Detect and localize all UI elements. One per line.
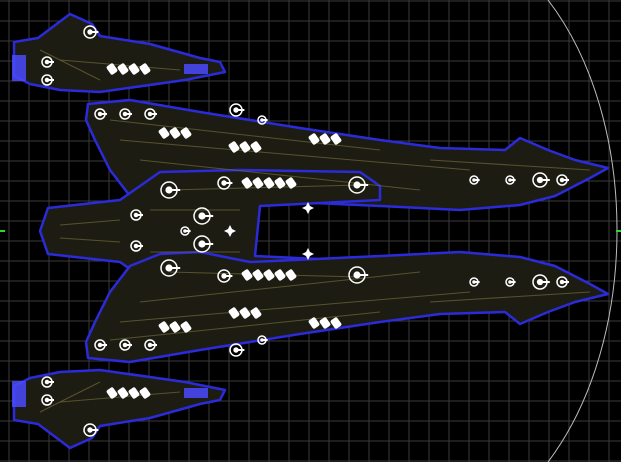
hull-detail-line <box>139 271 421 303</box>
hull-detail-line <box>59 237 121 243</box>
turret-icon[interactable] <box>119 339 132 351</box>
center-marker-left <box>0 230 5 232</box>
turret-icon[interactable] <box>83 423 99 437</box>
hull-detail-line <box>119 139 471 171</box>
shield-icon[interactable] <box>348 176 369 194</box>
turret-icon[interactable] <box>257 335 268 345</box>
turret-icon[interactable] <box>130 240 143 252</box>
hull-detail-line <box>109 311 381 341</box>
point-defense-icon[interactable] <box>224 225 236 237</box>
point-defense-icon[interactable] <box>229 103 245 117</box>
hull-detail-line <box>139 159 421 191</box>
turret-icon[interactable] <box>83 25 99 39</box>
missile-rack-icon[interactable] <box>228 307 262 320</box>
engine-icon[interactable] <box>193 235 214 253</box>
engine-icon[interactable] <box>193 207 214 225</box>
missile-rack-icon[interactable] <box>228 141 262 154</box>
center-markers <box>0 230 621 232</box>
point-defense-icon[interactable] <box>302 248 314 260</box>
turret-icon[interactable] <box>257 115 268 125</box>
hull-detail-line <box>39 49 101 81</box>
turret-icon[interactable] <box>41 56 54 68</box>
engine-icon[interactable] <box>532 274 550 290</box>
boundary-arc <box>547 0 618 462</box>
shield-icon[interactable] <box>160 181 181 199</box>
hull-detail-line <box>429 159 591 171</box>
missile-rack-icon[interactable] <box>308 317 342 330</box>
turret-icon[interactable] <box>469 175 480 185</box>
missile-rack-icon[interactable] <box>241 177 297 190</box>
turret-icon[interactable] <box>130 209 143 221</box>
missile-rack-icon[interactable] <box>241 269 297 282</box>
hull-detail-line <box>119 291 471 323</box>
turret-icon[interactable] <box>94 339 107 351</box>
hull-detail-line <box>59 219 121 226</box>
turret-icon[interactable] <box>505 175 516 185</box>
point-defense-icon[interactable] <box>229 343 245 357</box>
turret-icon[interactable] <box>119 108 132 120</box>
missile-rack-icon[interactable] <box>308 133 342 146</box>
hull-detail-line <box>39 381 101 413</box>
ship-hull[interactable] <box>12 12 610 450</box>
hull-upper-wing[interactable] <box>12 12 227 94</box>
turret-icon[interactable] <box>41 74 54 86</box>
missile-rack-icon[interactable] <box>106 63 151 76</box>
turret-icon[interactable] <box>41 376 54 388</box>
turret-icon[interactable] <box>556 174 569 186</box>
hull-detail-line <box>429 291 591 303</box>
center-marker-right <box>616 230 621 232</box>
turret-icon[interactable] <box>144 339 157 351</box>
missile-rack-icon[interactable] <box>158 127 192 140</box>
missile-rack-icon[interactable] <box>158 321 192 334</box>
hull-lower-wing[interactable] <box>12 368 227 450</box>
point-defense-icon[interactable] <box>302 202 314 214</box>
turret-icon[interactable] <box>556 276 569 288</box>
shield-icon[interactable] <box>160 259 181 277</box>
turret-icon[interactable] <box>94 108 107 120</box>
turret-icon[interactable] <box>217 269 233 283</box>
ship-modules[interactable] <box>41 25 569 437</box>
hull-detail-line <box>109 119 381 151</box>
turret-icon[interactable] <box>217 176 233 190</box>
turret-icon[interactable] <box>505 277 516 287</box>
turret-icon[interactable] <box>469 277 480 287</box>
turret-icon[interactable] <box>180 226 191 236</box>
hull-detail-line <box>59 391 181 403</box>
shield-icon[interactable] <box>348 266 369 284</box>
hull-lower-prong[interactable] <box>84 250 610 364</box>
turret-icon[interactable] <box>41 394 54 406</box>
missile-rack-icon[interactable] <box>106 387 151 400</box>
turret-icon[interactable] <box>144 108 157 120</box>
thruster-lower-left <box>12 381 208 407</box>
thruster-upper-left <box>12 55 208 81</box>
hull-detail-line <box>169 184 361 191</box>
engine-icon[interactable] <box>532 172 550 188</box>
